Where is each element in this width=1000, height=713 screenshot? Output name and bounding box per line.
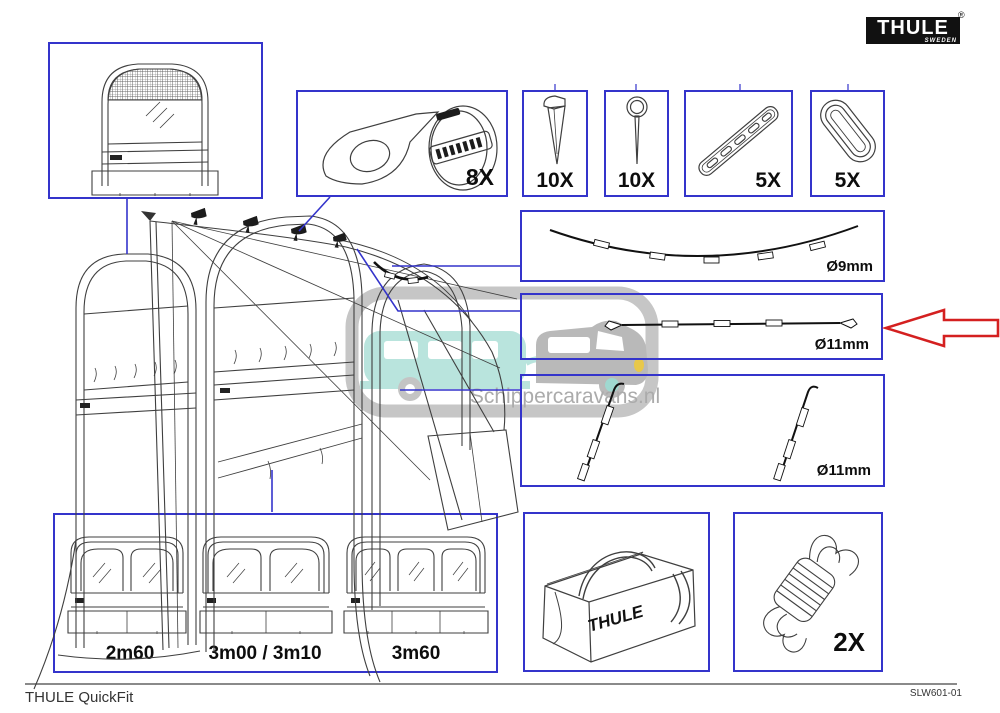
size-label-2m60: 2m60 <box>105 643 155 664</box>
awning-front-3m60-icon <box>343 536 489 634</box>
upright-poles-icon <box>576 382 819 482</box>
window-panel-detail-icon <box>91 63 219 196</box>
thule-logo: THULE SWEDEN <box>866 17 960 44</box>
ring-peg-icon <box>626 96 648 165</box>
bag-brand-text: THULE <box>586 602 646 636</box>
detail-window-box <box>48 42 263 199</box>
ring-peg-box: 10X <box>604 90 669 197</box>
guy-rope-box: 2X <box>733 512 883 672</box>
qty-label: 5X <box>834 169 861 192</box>
ridge-clamp-icons <box>191 207 347 248</box>
storage-bag-icon: THULE <box>542 551 696 663</box>
ladder-strap-box: 5X <box>684 90 793 197</box>
awning-front-2m60-icon <box>67 536 187 634</box>
guy-rope-icon <box>763 534 860 653</box>
document-code: SLW601-01 <box>909 688 962 699</box>
clamp-kit-box: 8X <box>296 90 508 197</box>
straight-front-pole-box: Ø11mm <box>520 293 883 360</box>
roof-rod-overlay <box>374 262 428 284</box>
qty-label: 10X <box>617 169 656 192</box>
storage-bag-box: THULE <box>523 512 710 672</box>
footer-divider <box>25 683 957 685</box>
curved-roof-pole-box: Ø9mm <box>520 210 885 282</box>
diameter-label: Ø11mm <box>814 336 869 353</box>
brand-name: THULE <box>877 17 949 39</box>
ladder-strap-icon <box>698 105 779 176</box>
diameter-label: Ø11mm <box>816 462 871 479</box>
awning-front-3m00-icon <box>199 536 333 634</box>
size-label-3m00-3m10: 3m00 / 3m10 <box>208 643 322 664</box>
qty-label: 5X <box>755 169 781 192</box>
registered-mark: ® <box>958 10 965 20</box>
qty-label: 8X <box>465 164 494 190</box>
watermark-van-icon <box>536 320 648 398</box>
peg-box: 10X <box>522 90 588 197</box>
awning-sizes-box: 2m60 3m00 / 3m10 3m60 <box>53 513 498 673</box>
upright-poles-box: Ø11mm <box>520 374 885 487</box>
product-title: THULE QuickFit <box>25 689 134 706</box>
curved-pole-icon <box>549 225 859 264</box>
highlight-arrow-icon <box>881 308 1000 348</box>
peg-icon <box>543 95 566 165</box>
oval-ring-icon <box>820 99 876 163</box>
brand-country: SWEDEN <box>924 38 957 44</box>
clamp-kit-icon <box>322 105 498 191</box>
qty-label: 2X <box>833 627 865 657</box>
diameter-label: Ø9mm <box>826 258 873 275</box>
oval-ring-box: 5X <box>810 90 885 197</box>
size-label-3m60: 3m60 <box>391 643 441 664</box>
qty-label: 10X <box>536 169 574 192</box>
straight-pole-icon <box>604 318 858 331</box>
